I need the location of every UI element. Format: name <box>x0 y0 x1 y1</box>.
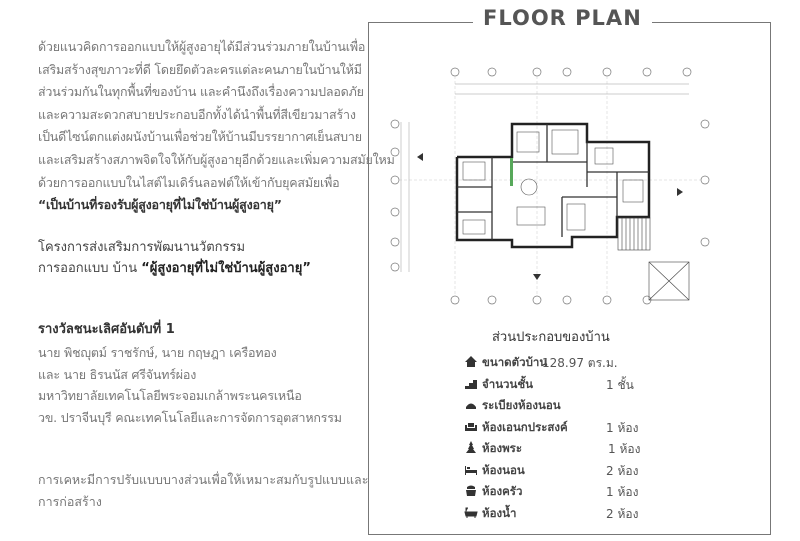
bedroom-porch-icon <box>466 403 476 409</box>
component-row: ห้องครัว 1 ห้อง <box>464 481 664 503</box>
kitchen-icon <box>466 485 476 496</box>
bed-icon <box>465 465 477 475</box>
component-label: ห้องพระ <box>482 441 523 455</box>
component-row: จำนวนชั้น 1 ชั้น <box>464 374 664 396</box>
intro-line: เสริมสร้างสุขภาวะที่ดี โดยยึดตัวละครแต่ล… <box>38 61 362 77</box>
component-value: 128.97 ตร.ม. <box>542 356 618 370</box>
adaptation-note: การเคหะมีการปรับแบบบางส่วนเพื่อให้เหมาะส… <box>38 469 368 513</box>
intro-quote: “เป็นบ้านที่รองรับผู้สูงอายุที่ไม่ใช่บ้า… <box>38 197 282 213</box>
note-line: การเคหะมีการปรับแบบบางส่วนเพื่อให้เหมาะส… <box>38 472 369 487</box>
intro-line: และเสริมสร้างสภาพจิตใจให้กับผู้สูงอายุอี… <box>38 151 395 167</box>
project-line-2: การออกแบบ บ้าน “ผู้สูงอายุที่ไม่ใช่บ้านผ… <box>38 258 311 279</box>
component-label: ระเบียงห้องนอน <box>482 398 561 412</box>
component-value: 2 ห้อง <box>606 463 639 478</box>
project-line-1: โครงการส่งเสริมการพัฒนานวัตกรรม <box>38 240 246 255</box>
award-title: รางวัลชนะเลิศอันดับที่ 1 <box>38 322 175 337</box>
description-column: ด้วยแนวคิดการออกแบบให้ผู้สูงอายุได้มีส่ว… <box>38 36 395 509</box>
bath-icon <box>464 507 478 518</box>
component-label: จำนวนชั้น <box>482 376 534 391</box>
note-line: การก่อสร้าง <box>38 494 102 509</box>
component-value: 1 ชั้น <box>606 377 634 392</box>
sofa-icon <box>465 422 477 431</box>
project-line-2-prefix: การออกแบบ บ้าน <box>38 261 142 276</box>
component-value: 2 ห้อง <box>606 506 639 521</box>
grid-lines <box>399 76 701 296</box>
dimension-lines <box>400 83 689 272</box>
interior-walls <box>457 124 649 240</box>
project-info: โครงการส่งเสริมการพัฒนานวัตกรรม การออกแบ… <box>38 237 311 279</box>
component-label: ห้องน้ำ <box>482 505 517 520</box>
green-wall <box>510 158 513 186</box>
panel-title: FLOOR PLAN <box>483 6 642 30</box>
component-label: ขนาดตัวบ้าน <box>482 355 548 369</box>
intro-line: ด้วยการออกแบบในไสต์ไมเดิร์นลอฟต์ให้เข้าก… <box>38 174 340 190</box>
shrine-icon <box>466 441 476 453</box>
component-row: ระเบียงห้องนอน <box>464 395 664 417</box>
component-row: ห้องพระ 1 ห้อง <box>464 438 664 460</box>
component-label: ห้องครัว <box>482 484 523 498</box>
award-line: มหาวิทยาลัยเทคโนโลยีพระจอมเกล้าพระนครเหน… <box>38 388 302 403</box>
intro-line: ส่วนร่วมกันในทุกพื้นที่ของบ้าน และคำนึงถ… <box>38 84 364 100</box>
components-list: ขนาดตัวบ้าน 128.97 ตร.ม. จำนวนชั้น 1 ชั้… <box>464 352 664 524</box>
component-row: ขนาดตัวบ้าน 128.97 ตร.ม. <box>464 352 664 374</box>
component-value: 1 ห้อง <box>606 420 639 435</box>
award-info: รางวัลชนะเลิศอันดับที่ 1 นาย พิชญุตม์ รา… <box>38 318 342 428</box>
component-value: 1 ห้อง <box>608 442 641 456</box>
intro-line: และความสะดวกสบายประกอบอีกทั้งได้นำพื้นที… <box>38 106 356 122</box>
intro-line: ด้วยแนวคิดการออกแบบให้ผู้สูงอายุได้มีส่ว… <box>38 39 366 54</box>
section-markers <box>417 153 683 280</box>
house-size-icon <box>465 356 477 367</box>
award-line: นาย พิชญุตม์ ราชรักษ์, นาย กฤษฎา เครือทอ… <box>38 345 277 360</box>
intro-line: เป็นดีไซน์ตกแต่งผนังบ้านเพื่อช่วยให้บ้าน… <box>38 129 362 145</box>
furniture <box>462 129 644 235</box>
exterior-walls <box>455 122 651 249</box>
panel-title-wrap: FLOOR PLAN <box>473 6 652 30</box>
component-row: ห้องนอน 2 ห้อง <box>464 460 664 482</box>
component-label: ห้องเอนกประสงค์ <box>482 419 568 434</box>
intro-paragraph: ด้วยแนวคิดการออกแบบให้ผู้สูงอายุได้มีส่ว… <box>38 36 395 217</box>
component-value: 1 ห้อง <box>606 485 639 499</box>
project-line-2-bold: “ผู้สูงอายุที่ไม่ใช่บ้านผู้สูงอายุ” <box>141 261 311 276</box>
terrace <box>617 217 690 301</box>
floors-icon <box>465 379 477 389</box>
award-line: และ นาย ธิรนนัส ศรีจันทร์ผ่อง <box>38 366 197 382</box>
component-row: ห้องเอนกประสงค์ 1 ห้อง <box>464 417 664 439</box>
component-label: ห้องนอน <box>482 462 525 477</box>
components-title: ส่วนประกอบของบ้าน <box>492 330 610 345</box>
award-line: วข. ปราจีนบุรี คณะเทคโนโลยีและการจัดการอ… <box>38 409 342 425</box>
grid-bubbles <box>390 67 710 305</box>
floor-plan-drawing <box>390 67 710 305</box>
component-row: ห้องน้ำ 2 ห้อง <box>464 503 664 525</box>
